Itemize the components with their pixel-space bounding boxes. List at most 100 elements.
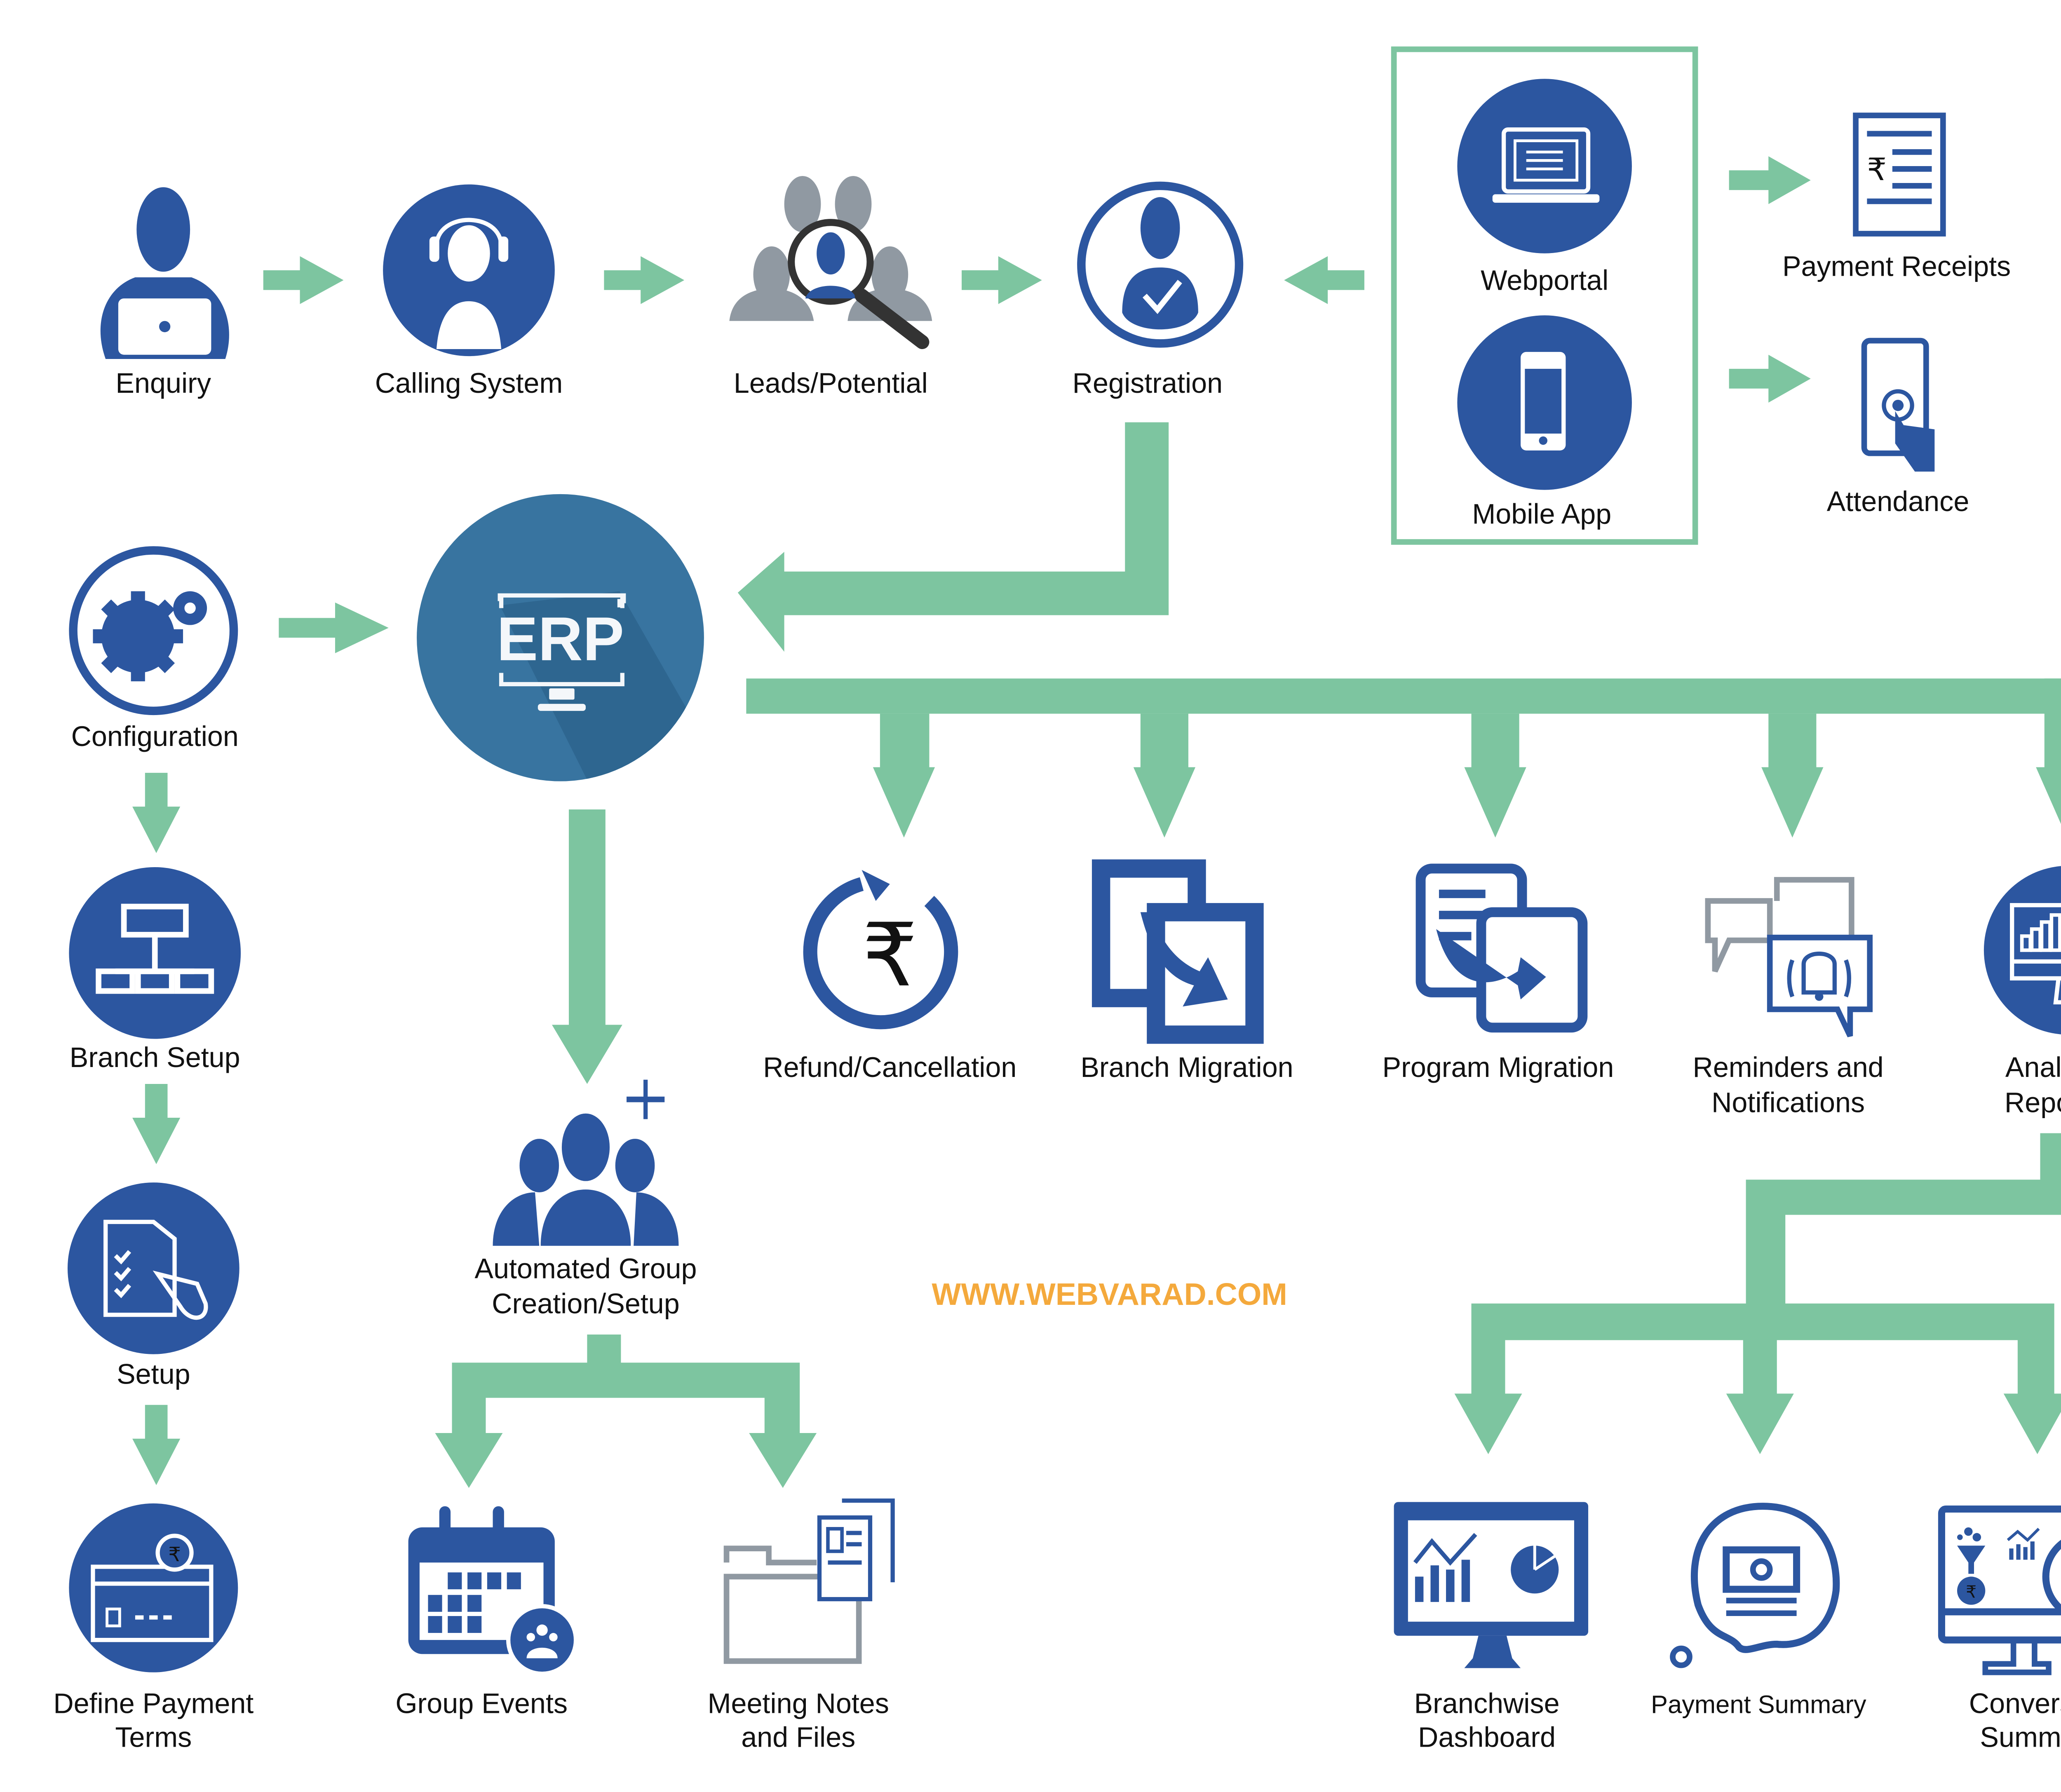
node-label: Payment Receipts [1782,251,2011,282]
module-analytics[interactable]: Analytical Reporting [1984,866,2061,1119]
module-label: Refund/Cancellation [763,1052,1016,1083]
node-label: Terms [115,1722,192,1753]
smartphone-icon [1457,315,1632,490]
report-label: Conversion [1969,1688,2061,1719]
erp-monitor-icon [498,593,626,711]
program-migrate-icon [1415,863,1588,1033]
rupee-receipt-icon: ₹ [1853,113,1946,237]
node-label: Registration [1073,368,1223,399]
node-label: Mobile App [1472,499,1611,530]
module-refund[interactable]: ₹ Refund/Cancellation [763,870,1016,1083]
node-calling-system[interactable]: Calling System [375,184,563,399]
node-mobile-app[interactable]: Mobile App [1457,315,1632,530]
node-configuration[interactable]: Configuration [69,546,239,752]
node-branch-setup[interactable]: Branch Setup [69,867,241,1073]
user-check-icon [1077,181,1244,348]
people-search-icon [729,176,932,349]
node-setup[interactable]: Setup [67,1182,239,1390]
node-label: Define Payment [53,1688,254,1719]
connectors [132,156,2061,1488]
report-payment-summary[interactable]: Payment Summary [1651,1503,1866,1719]
channels-box [1391,46,1698,545]
node-payment-terms[interactable]: ₹ Define Payment Terms [53,1503,254,1753]
arrow-registration-to-erp [737,422,1169,652]
report-label: Payment Summary [1651,1691,1866,1719]
node-meeting-notes[interactable]: Meeting Notes and Files [708,1498,895,1753]
group-label: Creation/Setup [492,1288,680,1320]
arrow-setup-to-terms [132,1405,181,1485]
arrow-calling-to-leads [604,256,685,304]
svg-text:₹: ₹ [1966,1583,1976,1602]
arrow-leads-to-registration [962,256,1042,304]
erp-hub[interactable]: ERP [417,494,732,788]
report-conversion[interactable]: ₹ Conversion Summary [1938,1505,2061,1753]
arrow-to-payment-receipts [1729,156,1811,204]
module-label: Branch Migration [1080,1052,1293,1083]
dashboard-monitor-icon [1394,1502,1589,1668]
node-automated-group[interactable]: Automated Group Creation/Setup [474,1079,697,1320]
report-label: Branchwise [1414,1688,1560,1719]
rupee-refresh-icon: ₹ [803,870,958,1030]
arrow-to-attendance [1729,354,1811,403]
monitor-chart-icon [1984,866,2061,1034]
report-label: Dashboard [1418,1722,1556,1753]
checklist-hand-icon [67,1182,239,1354]
erp-label: ERP [497,604,624,673]
node-label: and Files [741,1722,855,1753]
group-label: Automated Group [474,1253,697,1284]
arrow-branch-to-setup [132,1084,181,1164]
money-bubble-icon [1670,1503,1840,1668]
module-branch-migration[interactable]: Branch Migration [1080,859,1293,1083]
node-label: Setup [117,1358,190,1390]
node-label: Leads/Potential [734,368,928,399]
group-split-connector [435,1334,817,1488]
module-label: Analytical [2005,1052,2061,1083]
chat-bell-icon [1705,877,1873,1037]
node-label: Webportal [1481,265,1608,296]
module-program-migration[interactable]: Program Migration [1383,863,1614,1083]
branch-migrate-icon [1092,859,1264,1044]
brand-watermark[interactable]: WWW.WEBVARAD.COM [932,1277,1287,1311]
gears-icon [69,546,238,715]
node-payment-receipts[interactable]: ₹ Payment Receipts [1782,113,2011,282]
node-enquiry[interactable]: Enquiry [100,187,229,399]
rupee-card-icon: ₹ [69,1503,238,1672]
report-branchwise[interactable]: Branchwise Dashboard [1394,1502,1589,1753]
analytics-split-connector [1454,1133,2061,1454]
svg-text:₹: ₹ [862,906,918,1004]
arrow-config-to-branch [132,773,181,853]
node-leads[interactable]: Leads/Potential [729,176,932,399]
person-laptop-icon [100,187,229,359]
module-reminders[interactable]: Reminders and Notifications [1693,877,1884,1119]
arrow-channels-to-registration [1284,256,1364,304]
phone-touch-icon [1861,338,1935,472]
node-label: Calling System [375,368,563,399]
erp-module-bus [746,678,2061,714]
headset-agent-icon [383,184,555,357]
folder-docs-icon [723,1498,895,1664]
module-label: Notifications [1711,1087,1865,1118]
node-attendance[interactable]: Attendance [1827,338,1969,517]
svg-text:₹: ₹ [168,1544,181,1566]
group-add-icon [493,1079,679,1246]
node-label: Group Events [395,1688,568,1719]
node-label: Meeting Notes [708,1688,889,1719]
calendar-group-icon [408,1506,578,1676]
node-registration[interactable]: Registration [1073,181,1244,399]
node-group-events[interactable]: Group Events [395,1506,578,1719]
node-label: Enquiry [115,368,211,399]
funnel-magnifier-icon: ₹ [1938,1505,2061,1675]
module-label: Reporting [2005,1087,2061,1118]
module-label: Reminders and [1693,1052,1884,1083]
node-label: Attendance [1827,486,1969,517]
node-label: Branch Setup [70,1042,240,1073]
svg-text:₹: ₹ [1867,152,1887,187]
laptop-icon [1457,79,1632,253]
module-drop-arrows [873,678,2061,838]
org-chart-icon [69,867,241,1039]
node-webportal[interactable]: Webportal [1457,79,1632,296]
module-label: Program Migration [1383,1052,1614,1083]
arrow-config-to-erp [279,602,389,653]
arrow-erp-to-group [552,809,622,1084]
